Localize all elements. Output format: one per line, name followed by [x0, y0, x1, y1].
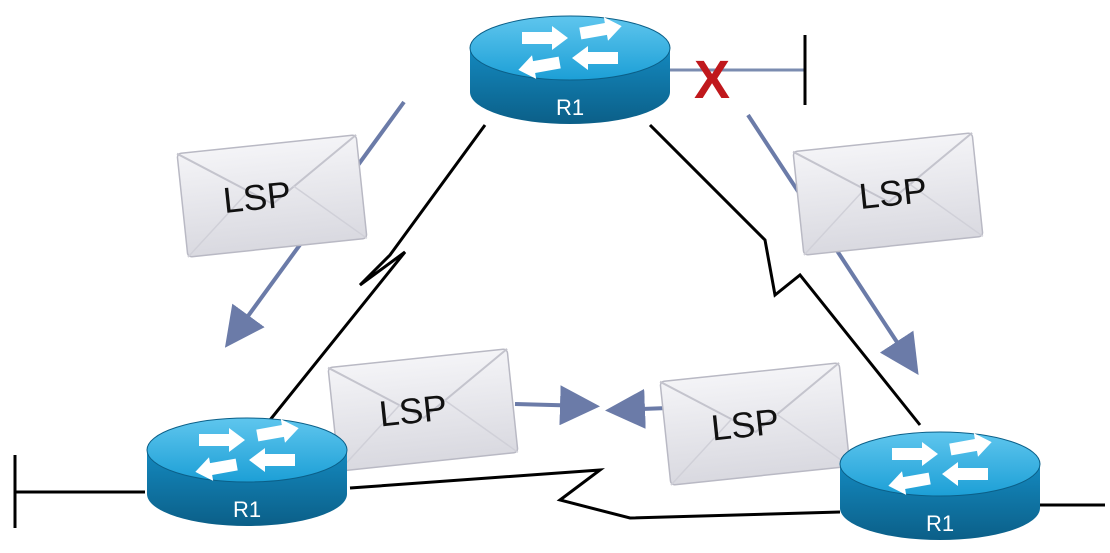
lsp-label: LSP — [857, 169, 929, 217]
lsp-label: LSP — [377, 387, 449, 435]
lsp-envelope: LSP — [792, 131, 984, 257]
router-label: R1 — [926, 511, 954, 536]
stub-links — [13, 35, 1105, 528]
lsp-envelope: LSP — [659, 361, 851, 487]
router-label: R1 — [233, 497, 261, 522]
lsp-label: LSP — [709, 401, 781, 449]
serial-links — [268, 123, 922, 520]
link-top-right — [648, 123, 922, 426]
link-bottom — [349, 468, 841, 520]
link-top-left — [268, 124, 487, 421]
lsp-envelope: LSP — [176, 133, 368, 259]
router-label: R1 — [556, 95, 584, 120]
router-bottom-left: R1 — [146, 415, 348, 527]
link-failure-mark: X — [694, 50, 730, 110]
router-bottom-right: R1 — [839, 429, 1041, 541]
router-top: R1 — [469, 13, 671, 125]
lsp-label: LSP — [221, 173, 293, 221]
arrow-bottom-right — [514, 385, 600, 426]
arrow-bottom-left — [605, 388, 669, 429]
lsp-envelope: LSP — [327, 347, 519, 473]
